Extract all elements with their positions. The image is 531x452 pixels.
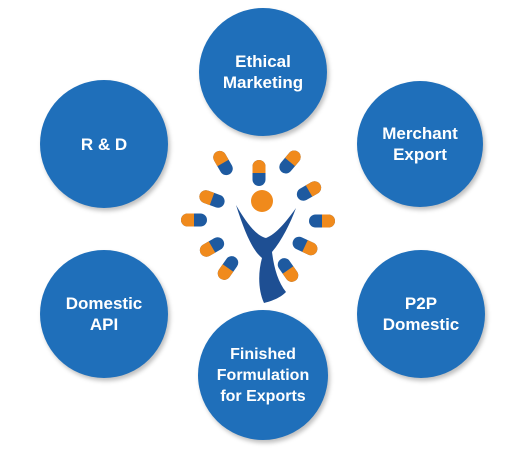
person-with-capsules-icon — [181, 150, 335, 303]
node-label-line: for Exports — [220, 387, 306, 405]
node-merchant-export: Merchant Export — [357, 81, 483, 207]
node-domestic-api: Domestic API — [40, 250, 168, 378]
node-label-line: Merchant — [382, 124, 458, 143]
node-label-line: P2P — [404, 294, 438, 313]
person-figure — [236, 190, 296, 303]
node-finished-formulation: Finished Formulation for Exports — [198, 310, 328, 440]
node-label-line: API — [89, 315, 119, 334]
node-label-line: R & D — [80, 134, 128, 154]
capsules-ring — [181, 150, 335, 285]
node-r-and-d: R & D — [40, 80, 168, 208]
node-label-line: Marketing — [222, 73, 304, 92]
node-label-line: Formulation — [216, 366, 310, 384]
node-label-line: Ethical — [235, 52, 291, 71]
node-label-line: Domestic — [65, 294, 143, 313]
node-p2p-domestic: P2P Domestic — [357, 250, 485, 378]
node-label-line: Finished — [230, 345, 296, 363]
node-label-line: Domestic — [382, 315, 460, 334]
node-ethical-marketing: Ethical Marketing — [199, 8, 327, 136]
node-label-line: Export — [393, 145, 447, 164]
